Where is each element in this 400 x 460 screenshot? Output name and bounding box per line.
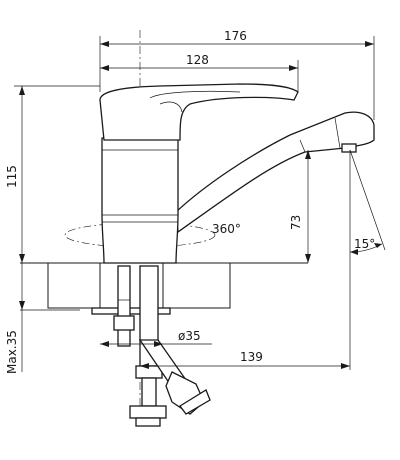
dim-label-176: 176 <box>224 29 247 43</box>
dim-label-115: 115 <box>5 165 19 188</box>
dimension-max35: Max.35 <box>5 263 25 374</box>
dim-label-360: 360° <box>212 222 241 236</box>
dim-label-73: 73 <box>289 215 303 230</box>
dimension-73: 73 <box>289 150 311 263</box>
rotation-ellipse <box>64 222 216 248</box>
dim-label-128: 128 <box>186 53 209 67</box>
dim-label-15deg: 15° <box>354 237 375 251</box>
faucet-body <box>101 137 179 264</box>
spout <box>175 111 375 234</box>
dimension-dia35: ø35 <box>100 329 212 347</box>
dimension-176: 176 <box>99 29 375 120</box>
dimension-115: 115 <box>5 85 100 263</box>
dimension-128: 128 <box>100 53 299 92</box>
dim-label-dia35: ø35 <box>178 329 201 343</box>
dimension-15deg: 15° <box>349 149 386 370</box>
threaded-stud <box>113 265 135 347</box>
dimension-139: 139 <box>140 350 350 369</box>
mounting-plate <box>91 307 171 315</box>
hose-right <box>138 339 211 415</box>
lever-handle <box>99 83 299 141</box>
dim-label-max35: Max.35 <box>5 330 19 374</box>
countertop-section <box>20 262 308 311</box>
dim-label-139: 139 <box>240 350 263 364</box>
